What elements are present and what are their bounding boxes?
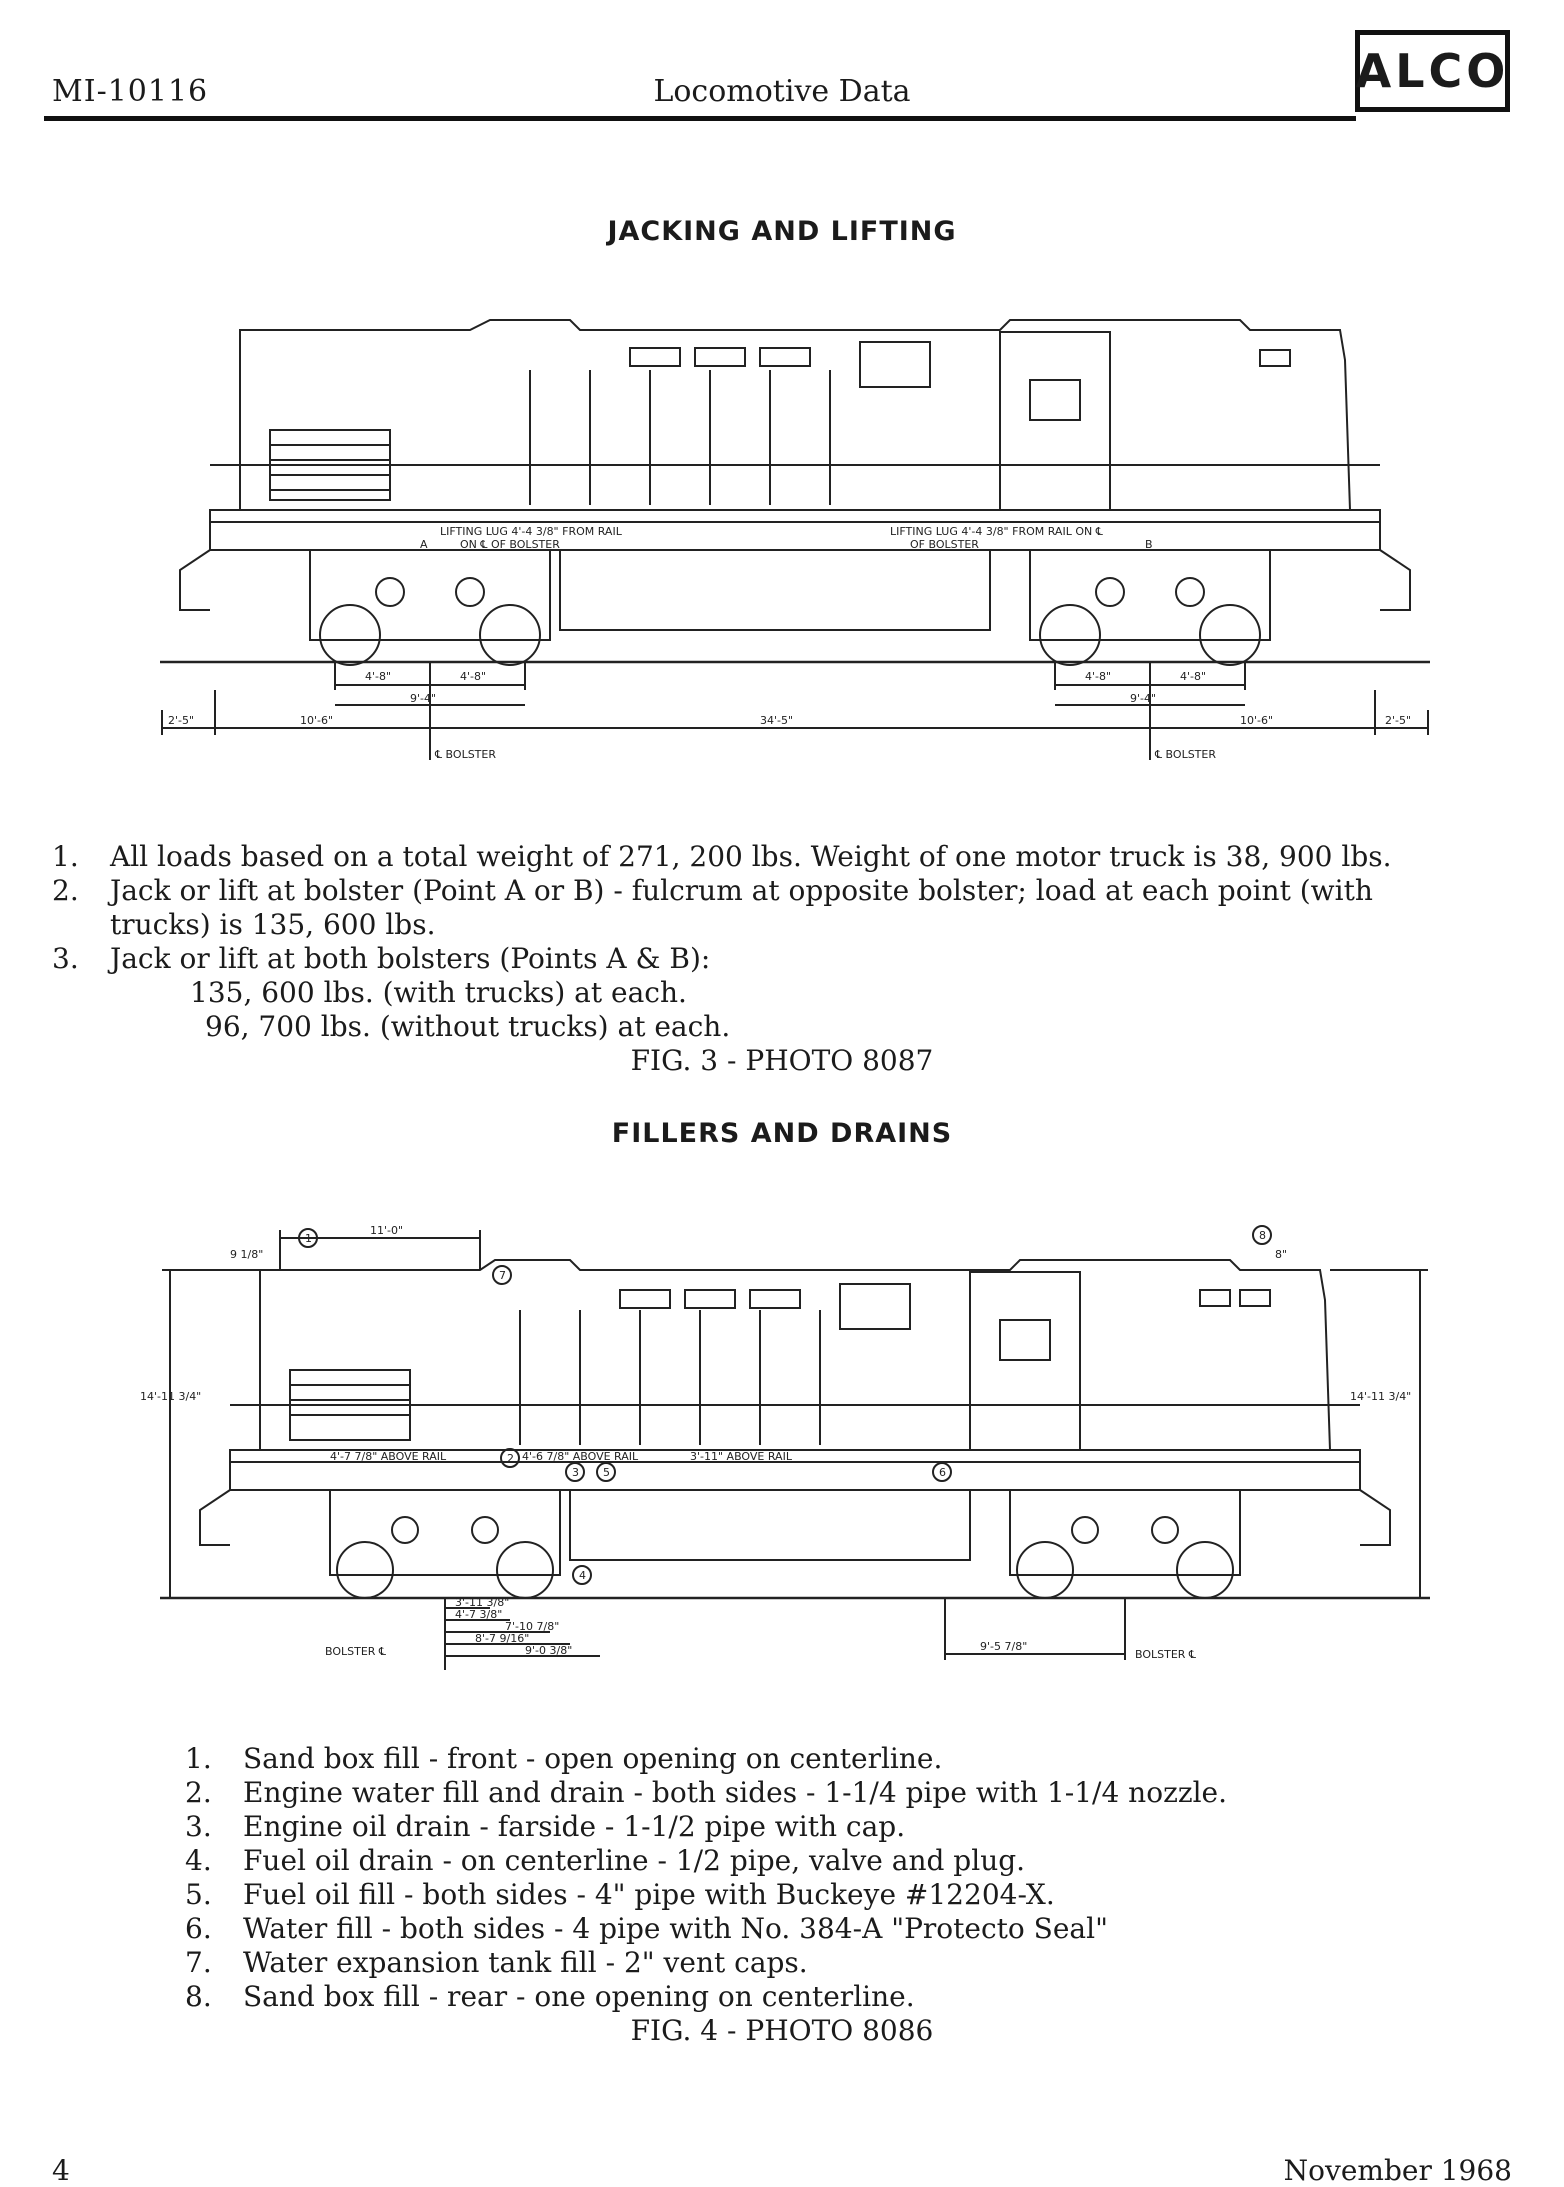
point-a-label: A [420,538,428,551]
note-row: 7.Water expansion tank fill - 2" vent ca… [185,1946,808,1979]
figure-caption-3: FIG. 3 - PHOTO 8087 [630,1044,934,1077]
height-left-label: 14'-11 3/4" [140,1390,201,1403]
bolster-right-label: ℄ BOLSTER [1154,748,1216,761]
lug-a-label-2: ON ℄ OF BOLSTER [460,538,560,551]
right-small-dim: 8" [1275,1248,1287,1261]
lug-b-label-2: OF BOLSTER [910,538,979,551]
note-row: 5.Fuel oil fill - both sides - 4" pipe w… [185,1878,1055,1911]
page-title: Locomotive Data [653,74,911,109]
note-row: 3.Jack or lift at both bolsters (Points … [52,942,711,975]
callout-number: 7 [499,1269,506,1282]
header-rule [44,116,1356,121]
figure-caption-4: FIG. 4 - PHOTO 8086 [630,2014,934,2047]
rail-label-3: 3'-11" ABOVE RAIL [690,1450,793,1463]
alco-logo: ALCO [1355,30,1510,112]
dim-label: 9'-4" [1130,692,1156,705]
fillers-drains-diagram: 11'-0" 9 1/8" 8" 14'-11 3/4" 14'-11 3/4"… [140,1224,1430,1670]
section-title-fillers: FILLERS AND DRAINS [611,1118,953,1149]
dim-label: 2'-5" [1385,714,1411,727]
subnote-row: 96, 700 lbs. (without trucks) at each. [205,1010,731,1043]
dim-label: 4'-7 3/8" [455,1608,502,1621]
dim-label: 10'-6" [300,714,333,727]
publication-date: November 1968 [1283,2154,1512,2187]
note-row: 1.All loads based on a total weight of 2… [52,840,1392,873]
callout-number: 5 [603,1466,610,1479]
callout-number: 3 [572,1466,579,1479]
dim-label: 10'-6" [1240,714,1273,727]
lug-b-label: LIFTING LUG 4'-4 3/8" FROM RAIL ON ℄ [890,525,1103,538]
height-right-label: 14'-11 3/4" [1350,1390,1411,1403]
top-dim-label: 11'-0" [370,1224,403,1237]
callout-number: 8 [1259,1229,1266,1242]
left-small-dim: 9 1/8" [230,1248,263,1261]
dim-label: 3'-11 3/8" [455,1596,509,1609]
callout-number: 4 [579,1569,586,1582]
bolster-right-label: BOLSTER ℄ [1135,1648,1196,1661]
page-number: 4 [52,2154,70,2187]
callout-number: 6 [939,1466,946,1479]
dim-label: 4'-8" [365,670,391,683]
point-b-label: B [1145,538,1153,551]
dim-label: 34'-5" [760,714,793,727]
jacking-lifting-diagram: LIFTING LUG 4'-4 3/8" FROM RAIL ON ℄ OF … [160,319,1430,761]
lug-a-label: LIFTING LUG 4'-4 3/8" FROM RAIL [440,525,623,538]
dim-label: 2'-5" [168,714,194,727]
note-row: 4.Fuel oil drain - on centerline - 1/2 p… [185,1844,1026,1877]
note-row: 2.Engine water fill and drain - both sid… [185,1776,1228,1809]
dim-label: 7'-10 7/8" [505,1620,559,1633]
dim-label: 9'-0 3/8" [525,1644,572,1657]
subnote-row: 135, 600 lbs. (with trucks) at each. [190,976,687,1009]
note-row: 2.Jack or lift at bolster (Point A or B)… [52,874,1373,907]
document-number: MI-10116 [52,74,209,109]
section-title-jacking: JACKING AND LIFTING [607,216,957,247]
bolster-left-label: ℄ BOLSTER [434,748,496,761]
rail-label-2: 4'-6 7/8" ABOVE RAIL [522,1450,639,1463]
note-row: 8.Sand box fill - rear - one opening on … [185,1980,915,2013]
dim-label: 4'-8" [1180,670,1206,683]
bolster-left-label: BOLSTER ℄ [325,1645,386,1658]
callout-number: 2 [507,1452,514,1465]
note-row: trucks) is 135, 600 lbs. [110,908,436,941]
dim-label: 9'-4" [410,692,436,705]
dim-label: 4'-8" [460,670,486,683]
callout-number: 1 [305,1232,312,1245]
note-row: 3.Engine oil drain - farside - 1-1/2 pip… [185,1810,906,1843]
rail-label-1: 4'-7 7/8" ABOVE RAIL [330,1450,447,1463]
dim-label: 8'-7 9/16" [475,1632,529,1645]
note-row: 6.Water fill - both sides - 4 pipe with … [185,1912,1108,1945]
note-row: 1.Sand box fill - front - open opening o… [185,1742,943,1775]
dim-label: 4'-8" [1085,670,1111,683]
dim-label: 9'-5 7/8" [980,1640,1027,1653]
